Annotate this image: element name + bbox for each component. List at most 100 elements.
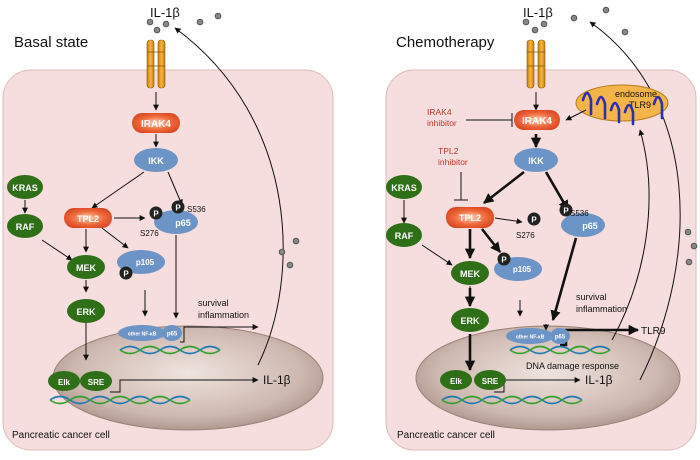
svg-text:TLR9: TLR9 [629, 100, 651, 110]
node-sre: SRE [474, 370, 506, 390]
svg-text:P: P [531, 216, 537, 225]
svg-text:other NF-κB: other NF-κB [516, 335, 545, 341]
tlr9-receptors [581, 91, 664, 126]
output-inflammation: inflammation [198, 310, 249, 320]
ligand-dot [278, 248, 286, 256]
signal-arrows [22, 92, 259, 393]
dna-helix [509, 345, 611, 355]
node-other-nfkb: other NF-κB [118, 325, 166, 341]
node-erk: ERK [67, 299, 105, 323]
node-irak4: IRAK4 [132, 113, 180, 133]
svg-text:IRAK4: IRAK4 [522, 116, 552, 127]
svg-text:SRE: SRE [88, 378, 105, 387]
il1-receptor [526, 39, 546, 89]
node-tpl2: TPL2 [64, 208, 112, 228]
svg-text:p65: p65 [167, 332, 178, 338]
phospho-s276: P [527, 212, 541, 226]
node-p65: p65 [561, 213, 605, 237]
svg-text:ERK: ERK [76, 307, 96, 317]
node-elk: Elk [440, 370, 472, 390]
svg-text:endosome: endosome [615, 89, 657, 99]
node-mek: MEK [451, 261, 489, 285]
svg-text:p65: p65 [555, 335, 566, 341]
phospho-s536: P [559, 203, 573, 217]
ligand-dot [214, 12, 222, 20]
inhibition-bars [454, 113, 513, 201]
ligand-dot [286, 261, 294, 269]
ligand-dot [602, 6, 610, 14]
panel-basal: Basal state IL-1β [2, 5, 334, 451]
ligand-dot [522, 18, 530, 26]
il1-receptor [146, 39, 166, 89]
output-il1b: IL-1β [585, 373, 613, 387]
ligand-dot [570, 14, 578, 22]
phospho-p105: P [119, 266, 133, 280]
svg-text:IKK: IKK [148, 156, 164, 166]
node-raf: RAF [7, 214, 43, 238]
output-tlr9: TLR9 [641, 326, 666, 337]
site-s536: S536 [187, 205, 206, 214]
ligand-dot [685, 258, 693, 266]
node-tpl2: TPL2 [446, 207, 494, 228]
svg-text:ERK: ERK [460, 316, 480, 326]
node-p65: p65 [154, 210, 198, 234]
ligand-label: IL-1β [523, 5, 553, 20]
svg-text:other NF-κB: other NF-κB [128, 332, 157, 338]
panel-title: Basal state [14, 34, 88, 51]
site-s276: S276 [140, 229, 159, 238]
node-erk: ERK [451, 308, 489, 332]
svg-text:KRAS: KRAS [391, 183, 417, 193]
output-inflammation: inflammation [576, 304, 627, 314]
node-irak4: IRAK4 [514, 110, 560, 130]
svg-text:P: P [563, 207, 569, 216]
svg-text:p105: p105 [513, 265, 532, 274]
node-kras: KRAS [386, 175, 422, 199]
svg-text:P: P [153, 210, 159, 219]
ligand-dot [292, 237, 300, 245]
node-mek: MEK [67, 255, 105, 279]
ligand-dot [621, 28, 629, 36]
svg-text:MEK: MEK [76, 263, 97, 273]
dna-helix [49, 395, 191, 405]
node-raf: RAF [386, 223, 422, 247]
irak4-inhibitor-label: inhibitor [427, 118, 457, 128]
output-survival: survival [576, 292, 607, 302]
svg-text:KRAS: KRAS [12, 183, 38, 193]
phospho-s536: P [171, 200, 185, 214]
ligand-dot [196, 18, 204, 26]
ligand-dot [146, 18, 154, 26]
svg-text:P: P [123, 270, 129, 279]
il1b-feedback-arrow [174, 27, 284, 366]
node-kras: KRAS [7, 175, 43, 199]
output-survival: survival [198, 298, 229, 308]
ligand-dot [531, 26, 539, 34]
svg-text:P: P [501, 256, 507, 265]
panel-title: Chemotherapy [396, 34, 495, 51]
svg-text:TPL2: TPL2 [459, 213, 481, 223]
output-dna-damage: DNA damage response [526, 361, 619, 371]
node-p65-nuclear: p65 [550, 328, 570, 344]
ligand-dot [540, 20, 548, 28]
endosome: endosome TLR9 [575, 84, 669, 122]
output-il1b: IL-1β [263, 373, 291, 387]
cell-label: Pancreatic cancer cell [12, 430, 110, 441]
site-s276: S276 [516, 231, 535, 240]
svg-text:P: P [175, 204, 181, 213]
node-ikk: IKK [514, 148, 558, 172]
svg-text:RAF: RAF [395, 231, 414, 241]
svg-text:IKK: IKK [528, 156, 544, 166]
svg-text:SRE: SRE [482, 377, 499, 386]
panel-chemotherapy: Chemotherapy IL-1β endosome TLR9 [385, 5, 698, 451]
ligand-dot [162, 20, 170, 28]
phospho-s276: P [149, 206, 163, 220]
svg-text:IRAK4: IRAK4 [141, 119, 171, 130]
ligand-dot [153, 26, 161, 34]
svg-text:TPL2: TPL2 [77, 214, 99, 224]
node-ikk: IKK [134, 148, 178, 172]
site-s536: S536 [570, 209, 589, 218]
irak4-inhibitor-label: IRAK4 [427, 107, 452, 117]
dna-helix [441, 395, 583, 405]
tpl2-inhibitor-label: inhibitor [438, 157, 468, 167]
